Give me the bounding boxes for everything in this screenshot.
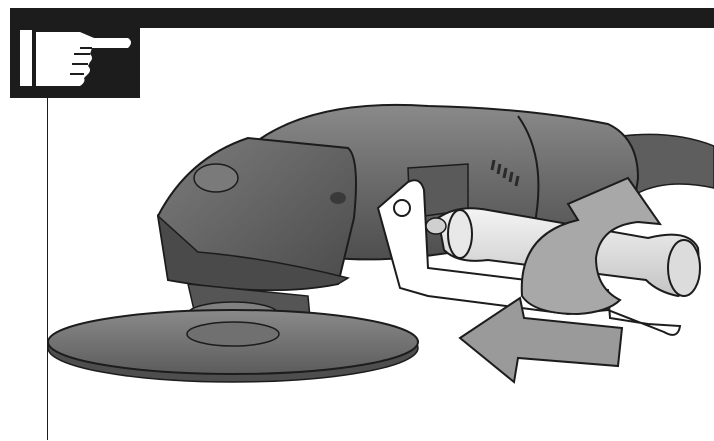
gear-head (158, 138, 356, 290)
header-bar (140, 8, 714, 28)
polishing-disc (48, 310, 418, 382)
grinder-illustration (48, 28, 714, 441)
